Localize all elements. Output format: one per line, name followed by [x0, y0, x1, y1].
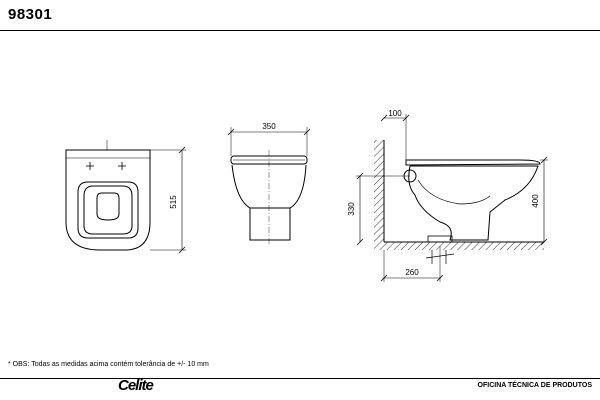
- front-view-bowl: [231, 164, 307, 209]
- side-view-floor-outlet-label: 260: [405, 268, 419, 277]
- top-view: [65, 140, 186, 254]
- department-label: OFICINA TÉCNICA DE PRODUTOS: [477, 382, 592, 389]
- model-code: 98301: [8, 6, 53, 23]
- top-view-depth-label: 515: [169, 195, 178, 209]
- top-view-seat-inner: [83, 185, 133, 235]
- side-view-inlet-height-label: 330: [347, 202, 356, 216]
- brand-logo: Celite: [118, 377, 154, 394]
- side-view-trap: [417, 179, 491, 205]
- front-view-pedestal: [249, 208, 291, 241]
- side-view-floor-hatch: [384, 242, 544, 250]
- side-view-seat-lid: [405, 159, 541, 166]
- top-view-fixing-hole-right: [118, 162, 126, 170]
- top-view-seat-outer: [77, 181, 139, 239]
- header-divider: [0, 30, 600, 31]
- top-view-fixing-hole-left: [86, 162, 94, 170]
- side-view-wall-hatch: [374, 140, 384, 250]
- front-view: [227, 127, 311, 245]
- top-view-water-opening: [96, 192, 120, 221]
- side-view-floor-flange: [427, 235, 453, 243]
- side-view-bowl: [408, 165, 539, 241]
- side-view-outlet-centre-mark: [425, 250, 455, 264]
- side-view: [356, 114, 548, 282]
- tolerance-note: * OBS: Todas as medidas acima contém tol…: [8, 361, 209, 368]
- footer-divider: [0, 378, 600, 379]
- side-view-offset-label: 100: [388, 109, 402, 118]
- top-view-bowl-outline: [65, 149, 151, 251]
- front-view-width-label: 350: [262, 122, 276, 131]
- side-view-height-label: 400: [531, 194, 540, 208]
